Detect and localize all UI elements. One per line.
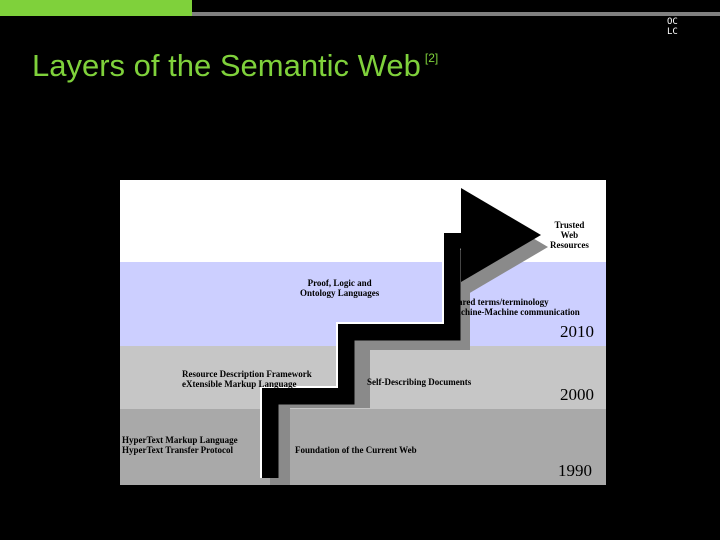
slide-title-text: Layers of the Semantic Web xyxy=(32,48,421,83)
label-line: Machine-Machine communication xyxy=(448,307,580,317)
year-2000: 2000 xyxy=(560,385,594,404)
slide-title: Layers of the Semantic Web[2] xyxy=(32,48,438,84)
slide-title-reference: [2] xyxy=(424,51,439,65)
label-line: eXtensible Markup Language xyxy=(182,379,297,389)
staircase-arrow xyxy=(260,188,548,485)
semantic-web-layers-diagram: Trusted Web Resources Proof, Logic and O… xyxy=(120,180,606,485)
layer-1990-left-label: HyperText Markup Language HyperText Tran… xyxy=(122,435,238,455)
staircase-line xyxy=(261,231,472,478)
layer-2010-left-label: Proof, Logic and Ontology Languages xyxy=(300,278,379,298)
year-1990: 1990 xyxy=(558,461,592,480)
layer-2000-left-label: Resource Description Framework eXtensibl… xyxy=(182,369,312,389)
label-line: Proof, Logic and xyxy=(307,278,372,288)
top-rule xyxy=(192,12,720,16)
label-line: HyperText Markup Language xyxy=(122,435,238,445)
label-line: Resource Description Framework xyxy=(182,369,312,379)
label-line: Self-Describing Documents xyxy=(367,377,472,387)
layer-2010-right-label: Shared terms/terminology Machine-Machine… xyxy=(448,297,580,317)
logo-line-1: OC xyxy=(667,17,678,27)
layer-2000-right-label: Self-Describing Documents xyxy=(367,377,471,387)
staircase-highlight xyxy=(260,231,470,478)
top-label-line-2: Web xyxy=(560,230,579,240)
layer-1990-right-label: Foundation of the Current Web xyxy=(295,445,417,455)
top-label-line-1: Trusted xyxy=(554,220,585,230)
year-2010: 2010 xyxy=(560,322,594,341)
logo-line-2: LC xyxy=(667,27,678,37)
label-line: Foundation of the Current Web xyxy=(295,445,417,455)
layer-band-1990 xyxy=(120,409,606,485)
top-accent-bar xyxy=(0,0,192,16)
top-label: Trusted Web Resources xyxy=(550,220,589,250)
label-line: Shared terms/terminology xyxy=(448,297,549,307)
top-label-line-3: Resources xyxy=(550,240,589,250)
label-line: HyperText Transfer Protocol xyxy=(122,445,233,455)
arrow-head xyxy=(461,188,541,282)
label-line: Ontology Languages xyxy=(300,288,380,298)
oclc-logo: OC LC xyxy=(667,18,689,38)
